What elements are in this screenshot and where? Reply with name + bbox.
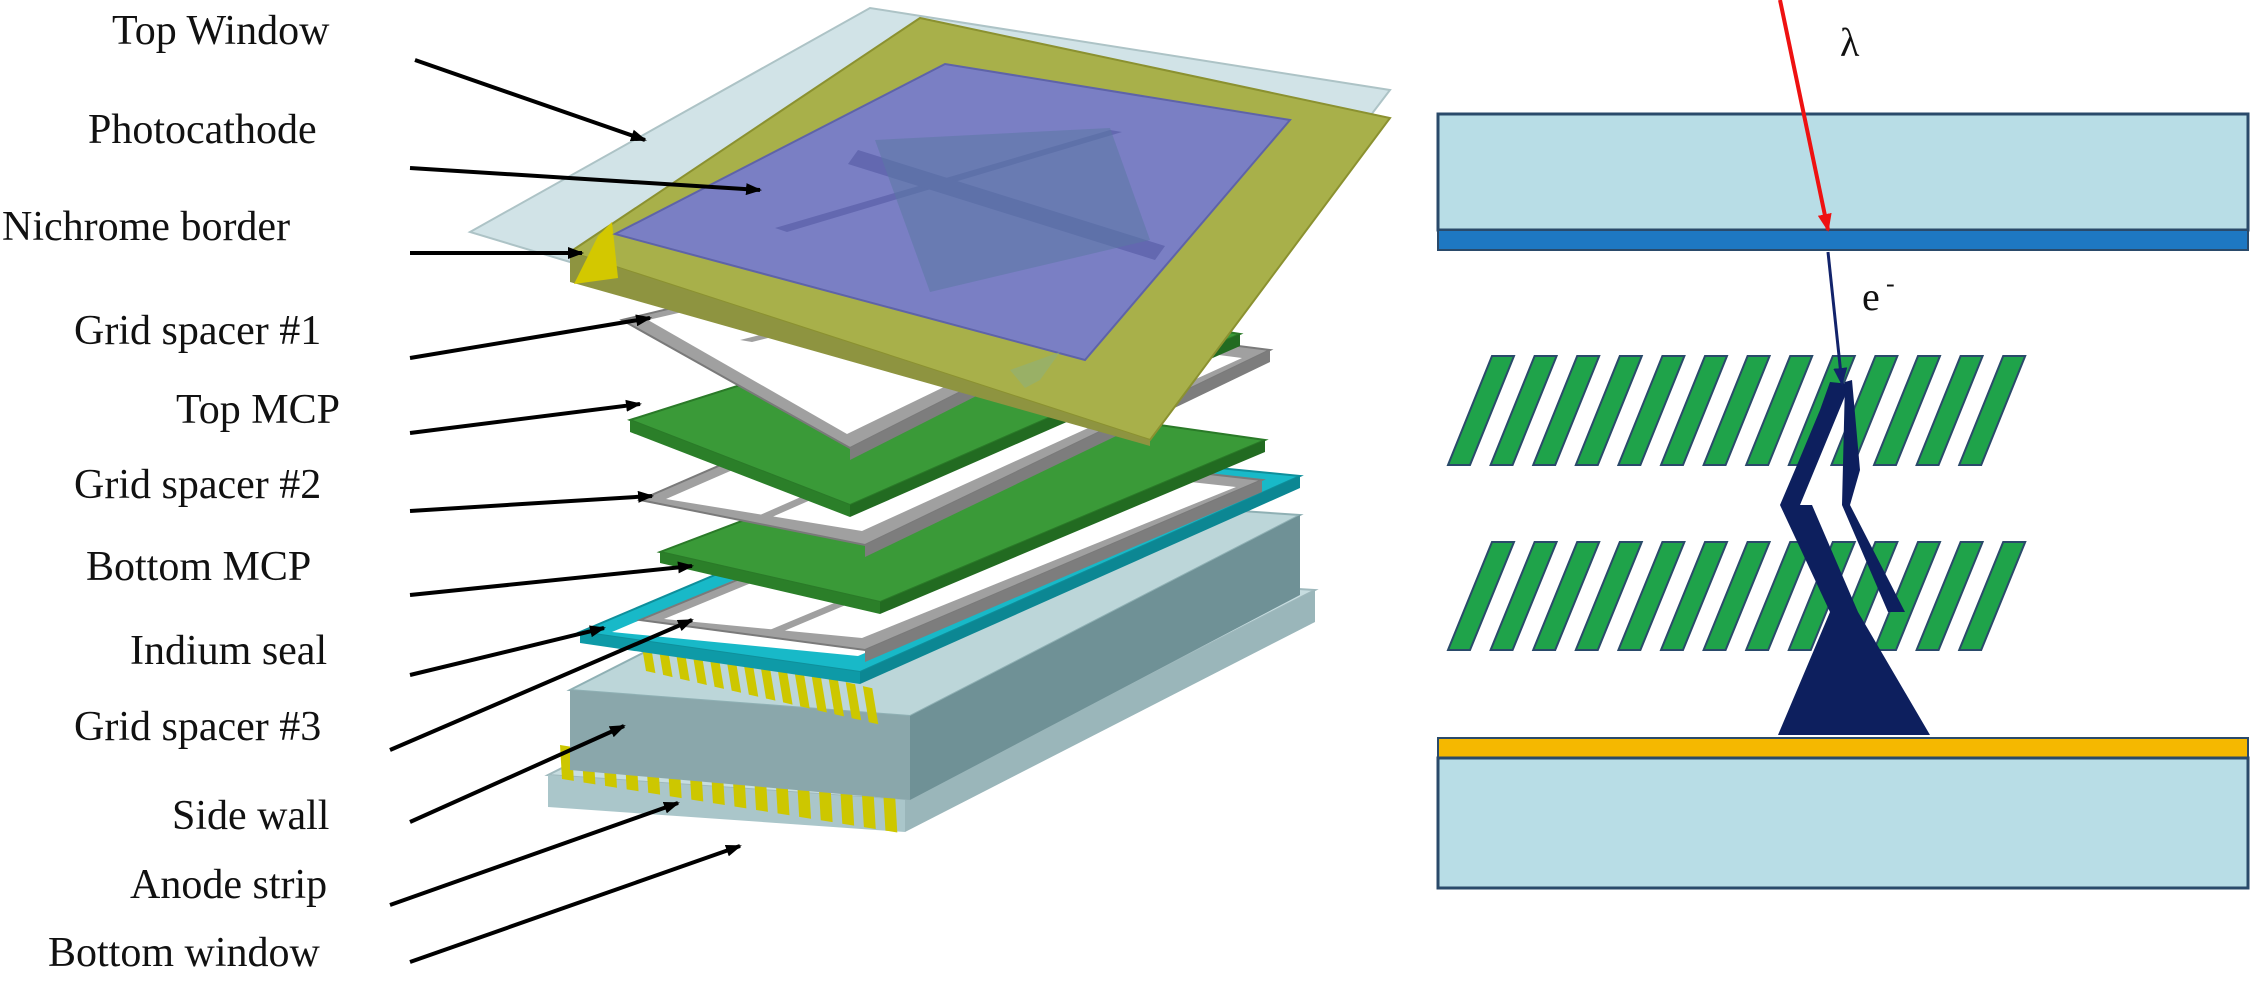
label-indium-seal: Indium seal — [130, 628, 327, 674]
inner-anode-strip — [777, 666, 793, 705]
label-bottom-window: Bottom window — [48, 930, 321, 976]
inner-anode-strip — [811, 674, 827, 713]
label-bottom-mcp: Bottom MCP — [86, 544, 311, 590]
mcp-channel — [1489, 355, 1559, 466]
label-photocathode: Photocathode — [88, 107, 317, 153]
mcp-channel — [1915, 355, 1985, 466]
mcp-channel — [1702, 355, 1772, 466]
label-nichrome-border: Nichrome border — [2, 204, 290, 250]
arrow-indium-seal — [409, 625, 606, 677]
photon-symbol: λ — [1840, 20, 1860, 65]
inner-anode-strip — [794, 670, 810, 709]
electron-superscript: - — [1886, 269, 1895, 298]
exploded-stack — [467, 6, 1392, 833]
anode-strip — [797, 782, 812, 819]
label-top-mcp: Top MCP — [176, 387, 340, 433]
cross-section: λ e - — [1436, 0, 2250, 890]
label-grid-spacer-1: Grid spacer #1 — [74, 308, 321, 354]
mcp-channel — [1957, 355, 2027, 466]
electron-cloud — [1778, 382, 1930, 735]
arrow-photocathode — [409, 166, 762, 196]
cs-top-window — [1436, 112, 2250, 232]
mcp-channel — [1616, 355, 1686, 466]
cs-bottom-window — [1436, 756, 2250, 890]
arrow-top-window — [414, 58, 647, 142]
cs-anode-layer — [1437, 737, 2249, 759]
cs-bottom-mcp — [1446, 541, 2027, 651]
cs-top-mcp — [1446, 355, 2027, 466]
photon-arrow — [1778, 0, 1832, 232]
inner-anode-strip — [862, 686, 879, 725]
mcp-channel — [1531, 541, 1601, 651]
mcp-channel — [1616, 541, 1686, 651]
labels: Top Window Photocathode Nichrome border … — [2, 8, 762, 976]
mcp-channel — [1659, 355, 1729, 466]
label-grid-spacer-2: Grid spacer #2 — [74, 462, 321, 508]
mcp-channel — [1915, 541, 1985, 651]
top-window-layer — [467, 6, 1392, 446]
label-grid-spacer-3: Grid spacer #3 — [74, 704, 321, 750]
electron-symbol: e — [1862, 274, 1880, 319]
cs-photocathode-layer — [1437, 229, 2249, 251]
label-top-window: Top Window — [112, 8, 330, 54]
anode-strip — [840, 789, 855, 826]
mcp-channel — [1744, 355, 1814, 466]
inner-anode-strip — [828, 678, 844, 717]
mcp-channel — [1957, 541, 2027, 651]
inner-anode-strip — [760, 662, 776, 701]
mcp-channel — [1531, 355, 1601, 466]
mcp-channel — [1574, 541, 1644, 651]
arrow-anode-strip — [389, 801, 680, 907]
mcp-channel — [1489, 541, 1559, 651]
arrow-bottom-window — [409, 844, 742, 964]
arrow-bottom-mcp — [409, 561, 694, 597]
mcp-channel — [1702, 541, 1772, 651]
inner-anode-strip — [742, 658, 759, 697]
mcp-channel — [1446, 541, 1516, 651]
arrow-grid-spacer-3 — [389, 618, 694, 752]
arrow-side-wall — [409, 724, 626, 824]
mcp-channel — [1574, 355, 1644, 466]
anode-strip — [818, 786, 833, 823]
mcp-channel — [1872, 541, 1942, 651]
label-anode-strip: Anode strip — [130, 862, 327, 908]
arrow-top-mcp — [409, 399, 642, 435]
mcp-channel — [1659, 541, 1729, 651]
anode-strip — [883, 796, 898, 833]
mcp-channel — [1446, 355, 1516, 466]
electron-arrow — [1826, 251, 1848, 386]
mcp-channel — [1872, 355, 1942, 466]
label-side-wall: Side wall — [172, 793, 329, 839]
inner-anode-strip — [845, 682, 862, 721]
arrow-grid-spacer-1 — [409, 314, 652, 360]
anode-strip — [861, 793, 876, 830]
arrow-grid-spacer-2 — [409, 490, 654, 513]
